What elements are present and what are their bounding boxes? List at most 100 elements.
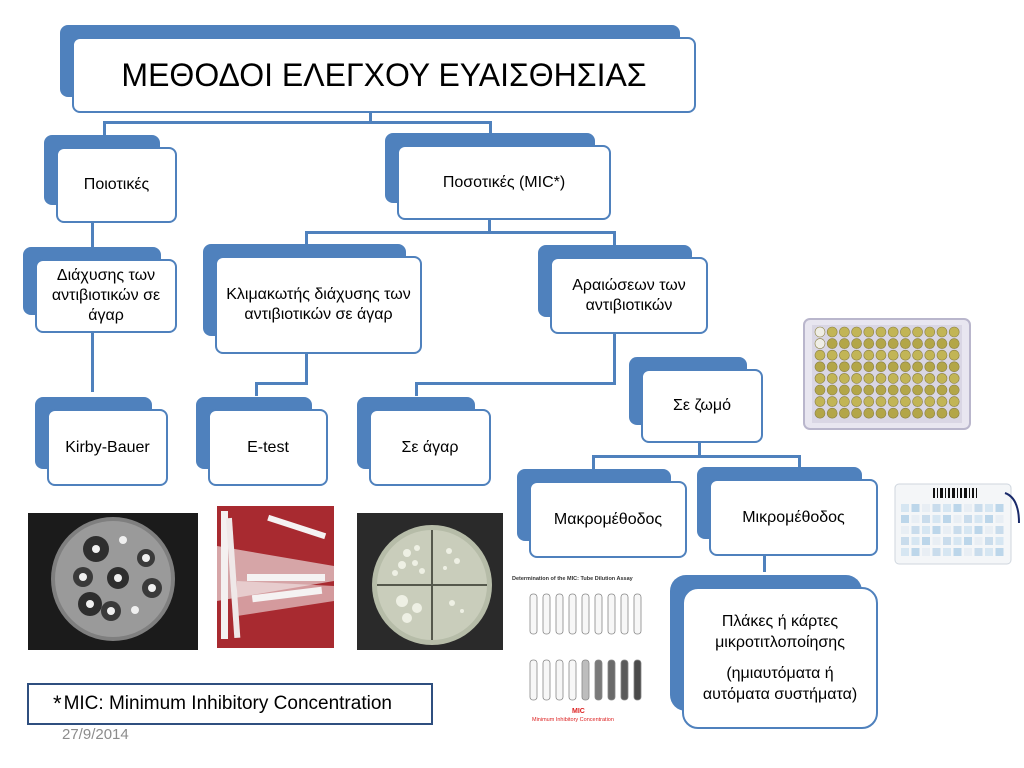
plate-well — [924, 349, 936, 361]
plate-well — [900, 338, 911, 349]
card-well — [985, 537, 993, 545]
connector — [305, 231, 616, 234]
plates-node: Πλάκες ή κάρτες μικροτιτλοποίησης (ημιαυ… — [670, 575, 878, 729]
card-well — [995, 515, 1004, 523]
plate-well — [887, 396, 899, 407]
plate-well — [887, 361, 899, 373]
quantitative-label: Ποσοτικές (MIC*) — [442, 173, 566, 191]
card-well — [932, 515, 941, 523]
plate-well — [814, 349, 826, 361]
plate-well — [912, 326, 923, 338]
page-title: ΜΕΘΟΔΟΙ ΕΛΕΓΧΟΥ ΕΥΑΙΣΘΗΣΙΑΣ — [121, 56, 647, 93]
plate-well — [900, 384, 911, 396]
plate-well — [814, 361, 826, 373]
plate-well — [839, 361, 850, 373]
connector — [91, 330, 94, 392]
card-well — [974, 548, 983, 556]
card-well — [964, 548, 972, 556]
slide-date: 27/9/2014 — [62, 726, 129, 743]
agar-diffusion-node: Διάχυσης των αντιβιοτικών σε άγαρ — [23, 247, 177, 333]
etest-node: E-test — [196, 397, 328, 486]
macromethod-label: Μακρομέθοδος — [553, 510, 663, 528]
plate-well — [948, 396, 960, 407]
microtiter-plate-image — [802, 317, 972, 431]
plate-well — [887, 407, 899, 419]
card-well — [974, 504, 983, 512]
broth-label: Σε ζωμό — [672, 397, 732, 414]
etest-label: E-test — [247, 438, 289, 456]
plate-well — [924, 373, 936, 384]
plate-well — [826, 349, 838, 361]
plate-well — [839, 407, 850, 419]
connector — [255, 382, 308, 385]
card-well — [995, 537, 1004, 545]
plate-well — [948, 384, 960, 396]
plate-well — [863, 384, 875, 396]
plate-well — [851, 326, 862, 338]
mic-footnote: * MIC: Minimum Inhibitory Concentration — [27, 683, 433, 725]
connector — [698, 441, 701, 458]
plate-well — [912, 338, 923, 349]
tube-figure-heading: Determination of the MIC: Tube Dilution … — [512, 576, 634, 582]
qualitative-label: Ποιοτικές — [83, 176, 150, 193]
card-well — [932, 548, 941, 556]
card-well — [911, 548, 920, 556]
plate-well — [924, 338, 936, 349]
card-well — [911, 504, 920, 512]
plate-well — [900, 407, 911, 419]
plate-well — [875, 338, 887, 349]
plate-well — [851, 396, 862, 407]
card-well — [911, 526, 920, 534]
card-well — [943, 504, 951, 512]
card-well — [901, 515, 909, 523]
quantitative-node: Ποσοτικές (MIC*) — [385, 133, 611, 220]
plate-well — [900, 326, 911, 338]
card-well — [964, 537, 972, 545]
plate-well — [936, 326, 948, 338]
plate-well — [814, 384, 826, 396]
microdilution-card-image — [893, 478, 1023, 568]
dilutions-label: Αραιώσεων των αντιβιοτικών — [572, 276, 686, 314]
plate-well — [851, 349, 862, 361]
plate-well — [948, 373, 960, 384]
card-well — [953, 504, 962, 512]
card-well — [943, 515, 951, 523]
plate-well — [875, 396, 887, 407]
connector — [488, 218, 491, 234]
connector — [91, 222, 94, 248]
micromethod-label: Μικρομέθοδος — [742, 508, 845, 526]
plate-well — [863, 361, 875, 373]
card-well — [922, 526, 930, 534]
plate-well — [814, 326, 826, 338]
plate-well — [875, 326, 887, 338]
connector — [763, 555, 766, 572]
card-well — [985, 526, 993, 534]
plate-well — [839, 349, 850, 361]
plate-well — [839, 373, 850, 384]
card-well — [911, 537, 920, 545]
macromethod-node: Μακρομέθοδος — [517, 469, 687, 558]
plate-well — [936, 349, 948, 361]
plate-well — [826, 361, 838, 373]
plate-well — [839, 326, 850, 338]
card-well — [943, 548, 951, 556]
plate-well — [912, 373, 923, 384]
plate-well — [924, 407, 936, 419]
plate-well — [839, 396, 850, 407]
plate-well — [851, 361, 862, 373]
broth-node: Σε ζωμό — [629, 357, 763, 443]
plate-well — [863, 338, 875, 349]
card-well — [974, 515, 983, 523]
plate-well — [826, 384, 838, 396]
card-well — [901, 504, 909, 512]
plates-label-line1: Πλάκες ή κάρτες μικροτιτλοποίησης — [715, 613, 845, 651]
plate-well — [936, 384, 948, 396]
plate-well — [912, 384, 923, 396]
card-well — [995, 526, 1004, 534]
card-well — [932, 504, 941, 512]
agar-node: Σε άγαρ — [357, 397, 491, 486]
plate-well — [948, 407, 960, 419]
plate-well — [936, 373, 948, 384]
plate-well — [851, 338, 862, 349]
plate-well — [900, 349, 911, 361]
